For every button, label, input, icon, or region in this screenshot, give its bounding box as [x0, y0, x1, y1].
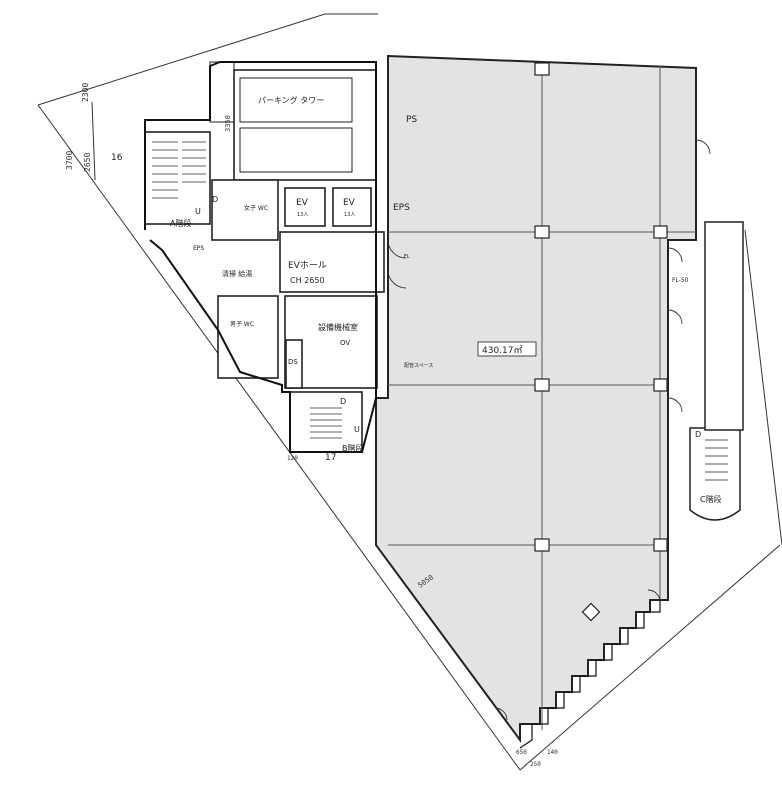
b-stair-label: B階段: [342, 443, 364, 453]
dim-2650: 2650: [83, 153, 92, 172]
window-note: FL-50: [672, 277, 689, 284]
ev-hall-label: EVホール: [288, 260, 327, 271]
stair-a-down: D: [212, 195, 218, 204]
ev2-capacity: 13人: [344, 212, 355, 218]
service-room-label: 清掃 給湯: [222, 269, 252, 278]
ps-label: PS: [406, 115, 417, 125]
parking-label: パーキング タワー: [258, 95, 324, 105]
columns: [534, 62, 668, 622]
ds-label: DS: [288, 358, 298, 366]
stair-a-up: U: [195, 207, 201, 216]
office-area-label: 430.17㎡: [482, 345, 523, 356]
dim-140: 140: [547, 749, 558, 756]
stair-b-up: U: [354, 425, 360, 434]
partition-note: FL: [404, 254, 410, 260]
stair-c-down: D: [695, 430, 701, 439]
dim-3350: 3350: [224, 115, 232, 132]
ceiling-height-label: CH 2650: [290, 276, 325, 285]
eps-right-label: EPS: [393, 203, 410, 213]
wc-left-label: 男子 WC: [230, 321, 254, 328]
eps-left-label: EPS: [193, 245, 204, 252]
dim-650: 650: [516, 749, 527, 756]
door-swings: [387, 139, 711, 721]
stair-c: [689, 427, 741, 521]
machine-room-label: 設備機械室: [318, 322, 358, 332]
dim-120: 120: [287, 455, 298, 462]
stair-a-count: 16: [111, 153, 123, 163]
dim-2300: 2300: [81, 83, 90, 102]
stair-a-treads: [152, 141, 206, 199]
ev2-label: EV: [343, 198, 356, 208]
core-outline: [144, 61, 377, 453]
ev1-capacity: 13人: [297, 212, 308, 218]
dim-250: 250: [530, 761, 541, 768]
site-boundary: [37, 13, 782, 771]
c-stair-label: C階段: [700, 494, 722, 504]
stair-b-treads: [310, 407, 342, 439]
a-stair-label: A階段: [170, 218, 191, 228]
office-floor: [375, 54, 697, 744]
wc-mid-label: 女子 WC: [244, 204, 268, 212]
right-balcony: [704, 221, 744, 431]
area-box: [477, 341, 537, 357]
dim-3700: 3700: [65, 151, 74, 170]
pipe-note: 配管スペース: [404, 362, 433, 369]
ov-mark: OV: [340, 339, 350, 347]
ev1-label: EV: [296, 198, 309, 208]
step-outline: [519, 600, 661, 749]
stair-b-down: D: [340, 397, 346, 406]
stair-b-count: 17: [325, 453, 336, 463]
core-rooms: [144, 61, 385, 453]
